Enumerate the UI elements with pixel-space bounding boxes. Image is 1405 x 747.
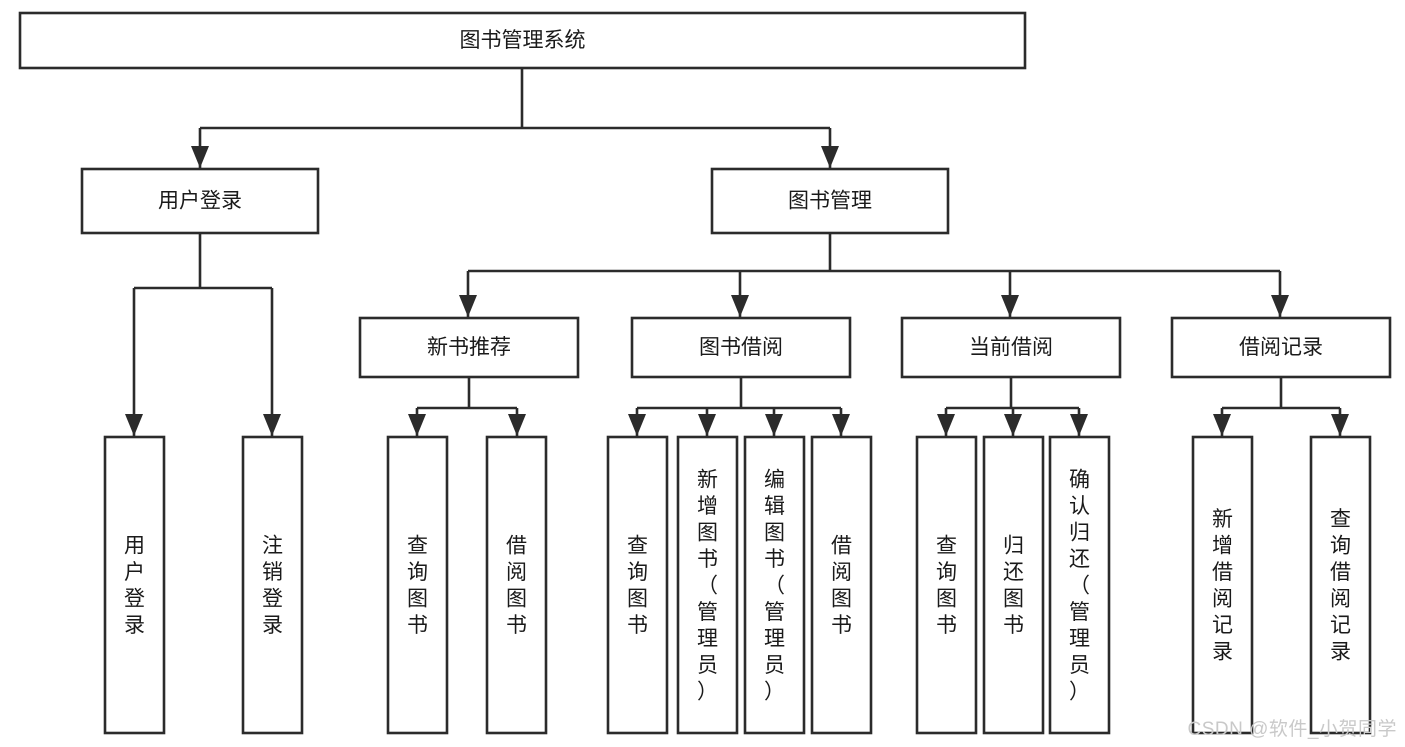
leaf-node-label-11: 新增借阅记录	[1212, 508, 1233, 664]
leaf-node-box-4[interactable]	[606, 435, 669, 735]
leaf-node-label-5: 新增图书（管理员）	[697, 468, 718, 703]
leaf-node-label-7: 借阅图书	[831, 535, 852, 638]
level3-0-drop-0-arrow-icon	[408, 414, 426, 436]
leaf-node-label-8: 查询图书	[936, 535, 957, 638]
level3-node-label-0: 新书推荐	[427, 336, 511, 359]
leaf-node-box-7[interactable]	[810, 435, 873, 735]
leaf-node-box-5[interactable]	[676, 435, 739, 735]
user-login-drop-1-arrow-icon	[263, 414, 281, 436]
level3-2-drop-0-arrow-icon	[937, 414, 955, 436]
leaf-node-label-1: 注销登录	[262, 535, 283, 638]
level3-node-label-3: 借阅记录	[1239, 336, 1323, 359]
leaf-node-label-9: 归还图书	[1003, 535, 1024, 638]
leaf-node-box-0[interactable]	[103, 435, 166, 735]
leaf-node-box-1[interactable]	[241, 435, 304, 735]
book-mgmt-drop-2-arrow-icon	[1001, 295, 1019, 317]
leaf-node-box-8[interactable]	[915, 435, 978, 735]
leaf-node-label-10: 确认归还（管理员）	[1069, 468, 1090, 703]
root-to-level2-0-arrow-icon	[191, 146, 209, 168]
level3-1-drop-0-arrow-icon	[628, 414, 646, 436]
book-mgmt-drop-0-arrow-icon	[459, 295, 477, 317]
level3-1-drop-2-arrow-icon	[765, 414, 783, 436]
level3-0-drop-1-arrow-icon	[508, 414, 526, 436]
leaf-node-box-2[interactable]	[386, 435, 449, 735]
level2-node-label-0: 用户登录	[158, 190, 242, 213]
level2-node-box-1[interactable]	[710, 167, 950, 235]
level2-node-label-1: 图书管理	[788, 190, 872, 213]
connector-layer	[125, 68, 1349, 436]
book-mgmt-drop-1-arrow-icon	[731, 295, 749, 317]
level3-node-box-2[interactable]	[900, 316, 1122, 379]
root-node-box[interactable]	[18, 11, 1027, 70]
level3-2-drop-2-arrow-icon	[1070, 414, 1088, 436]
leaf-node-box-12[interactable]	[1309, 435, 1372, 735]
leaf-node-box-3[interactable]	[485, 435, 548, 735]
root-node-label: 图书管理系统	[460, 29, 586, 52]
level3-3-drop-0-arrow-icon	[1213, 414, 1231, 436]
level3-node-label-2: 当前借阅	[969, 336, 1053, 359]
level3-1-drop-3-arrow-icon	[832, 414, 850, 436]
leaf-node-label-3: 借阅图书	[506, 535, 527, 638]
leaf-node-box-9[interactable]	[982, 435, 1045, 735]
leaf-node-label-0: 用户登录	[124, 535, 145, 638]
level3-2-drop-1-arrow-icon	[1004, 414, 1022, 436]
level2-node-box-0[interactable]	[80, 167, 320, 235]
level3-node-box-1[interactable]	[630, 316, 852, 379]
level3-3-drop-1-arrow-icon	[1331, 414, 1349, 436]
user-login-drop-0-arrow-icon	[125, 414, 143, 436]
leaf-node-label-2: 查询图书	[407, 535, 428, 638]
leaf-node-label-6: 编辑图书（管理员）	[764, 468, 785, 703]
level3-node-label-1: 图书借阅	[699, 336, 783, 359]
leaf-node-box-10[interactable]	[1048, 435, 1111, 735]
leaf-node-label-4: 查询图书	[627, 535, 648, 638]
leaf-node-label-12: 查询借阅记录	[1330, 508, 1351, 664]
node-layer: 图书管理系统用户登录图书管理新书推荐图书借阅当前借阅借阅记录用户登录注销登录查询…	[18, 11, 1392, 735]
level3-node-box-0[interactable]	[358, 316, 580, 379]
book-mgmt-drop-3-arrow-icon	[1271, 295, 1289, 317]
leaf-node-box-6[interactable]	[743, 435, 806, 735]
level3-node-box-3[interactable]	[1170, 316, 1392, 379]
level3-1-drop-1-arrow-icon	[698, 414, 716, 436]
root-to-level2-1-arrow-icon	[821, 146, 839, 168]
leaf-node-box-11[interactable]	[1191, 435, 1254, 735]
